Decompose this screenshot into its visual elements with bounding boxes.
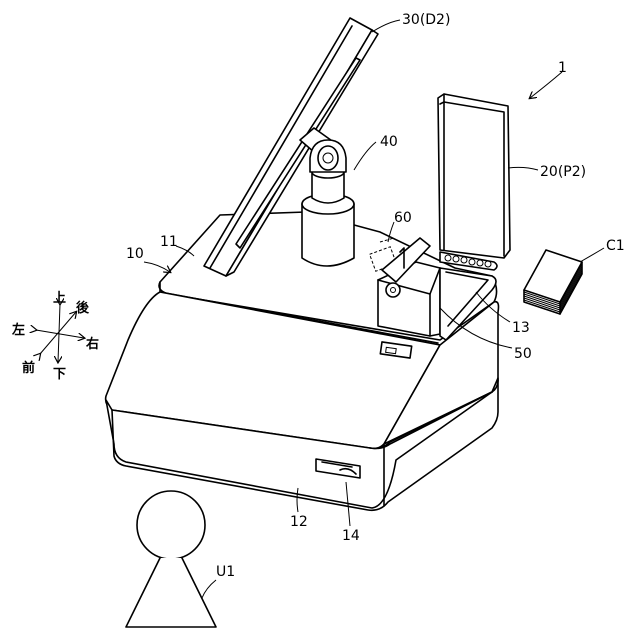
label-front-face: 12 <box>290 514 308 530</box>
label-printer: 20(P2) <box>540 164 586 180</box>
label-unit: 50 <box>514 346 532 362</box>
printer-lid <box>438 94 510 258</box>
label-user: U1 <box>216 564 235 580</box>
label-camera: 40 <box>380 134 398 150</box>
direction-indicator: 上 後 左 右 前 下 <box>12 291 99 382</box>
dir-front: 前 <box>22 360 35 376</box>
label-device: 1 <box>558 60 567 76</box>
label-tray: 13 <box>512 320 530 336</box>
label-card-slot: 14 <box>342 528 360 544</box>
dir-right: 右 <box>85 336 99 352</box>
dir-left: 左 <box>12 322 25 338</box>
printer <box>438 94 510 340</box>
label-housing: 10 <box>126 246 144 262</box>
label-top-face: 11 <box>160 234 178 250</box>
user-figure <box>126 491 216 627</box>
label-cards: C1 <box>606 238 625 254</box>
camera <box>302 140 354 266</box>
label-display: 30(D2) <box>402 12 450 28</box>
dir-down: 下 <box>53 367 66 382</box>
dir-up: 上 <box>53 291 66 306</box>
dir-back: 後 <box>76 300 90 316</box>
card-stack <box>524 250 582 314</box>
user-head <box>137 491 205 559</box>
user-body <box>126 558 216 627</box>
label-reader: 60 <box>394 210 412 226</box>
